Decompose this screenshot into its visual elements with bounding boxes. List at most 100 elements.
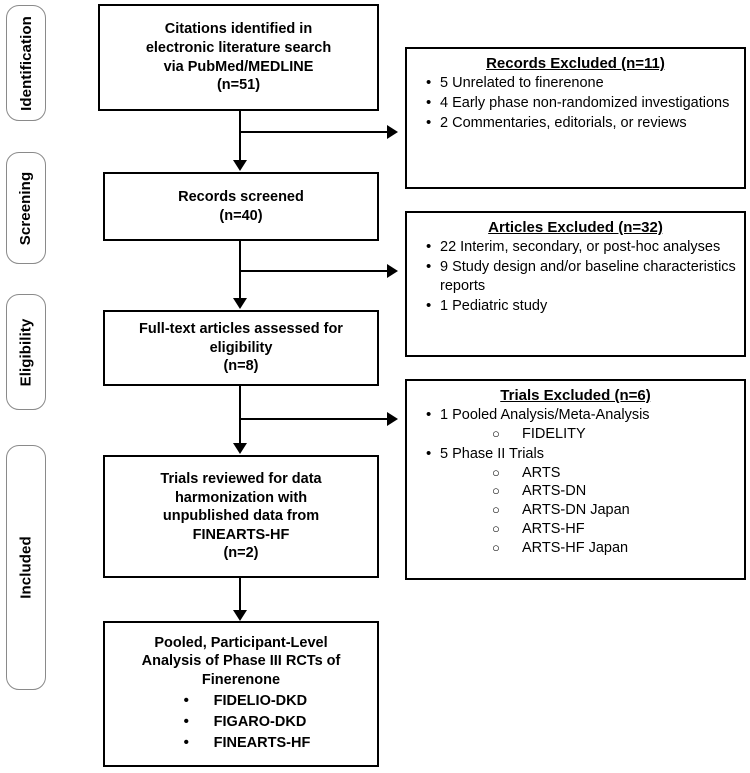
circle-bullet-icon: ○	[492, 539, 500, 555]
flow-box-full-text-assessed: Full-text articles assessed for eligibil…	[103, 310, 379, 386]
bullet-icon: •	[426, 238, 432, 255]
flow-box-trials-reviewed: Trials reviewed for data harmonization w…	[103, 455, 379, 578]
exclusion-item-text: 22 Interim, secondary, or post-hoc analy…	[440, 239, 721, 255]
screening-count: (n=40)	[219, 207, 263, 224]
identification-line-1: Citations identified in	[164, 21, 313, 38]
flow-box-records-screened: Records screened (n=40)	[103, 172, 379, 241]
exclusion-box-trials: Trials Excluded (n=6) • 1 Pooled Analysi…	[405, 379, 746, 580]
exclusion-box-records-heading: Records Excluded (n=11)	[486, 55, 665, 72]
exclusion-sub-item-text: ARTS-DN Japan	[522, 502, 630, 519]
exclusion-item-text: 9 Study design and/or baseline character…	[440, 258, 736, 294]
harmonization-line-1: Trials reviewed for data	[160, 471, 322, 488]
identification-count: (n=51)	[216, 77, 261, 94]
flow-box-included-analysis-title: Pooled, Participant-Level Analysis of Ph…	[136, 634, 347, 690]
arrowhead-down-icon	[233, 298, 247, 309]
stage-label-eligibility-text: Eligibility	[17, 318, 35, 386]
flow-box-included-analysis: Pooled, Participant-Level Analysis of Ph…	[103, 621, 379, 767]
exclusion-item-text: 4 Early phase non-randomized investigati…	[440, 94, 730, 111]
exclusion-item-text: 1 Pediatric study	[440, 297, 548, 314]
list-item: ○ ARTS-DN Japan	[492, 501, 736, 520]
included-line-3: Finerenone	[201, 671, 281, 688]
circle-bullet-icon: ○	[492, 464, 500, 480]
arrowhead-right-icon	[387, 125, 398, 139]
eligibility-line-2: eligibility	[209, 339, 273, 356]
exclusion-sub-item-text: FIDELITY	[522, 425, 586, 442]
arrowhead-right-icon	[387, 412, 398, 426]
arrowhead-right-icon	[387, 264, 398, 278]
list-item: • FIDELIO-DKD	[172, 691, 311, 712]
included-trial-label: FIGARO-DKD	[213, 714, 307, 731]
exclusion-item-text: 2 Commentaries, editorials, or reviews	[440, 114, 687, 131]
bullet-icon: •	[183, 734, 189, 752]
connector-identification-to-screening	[239, 111, 241, 162]
connector-eligibility-to-harmonization	[239, 386, 241, 445]
exclusion-box-trials-list: • 1 Pooled Analysis/Meta-Analysis ○ FIDE…	[415, 406, 736, 558]
exclusion-item-text: 5 Unrelated to finerenone	[440, 75, 604, 91]
flow-box-identification-title: Citations identified in electronic liter…	[140, 20, 337, 94]
stage-label-identification: Identification	[6, 5, 46, 121]
connector-harmonization-to-included	[239, 578, 241, 612]
branch-line-records-excluded	[240, 131, 388, 133]
stage-label-screening: Screening	[6, 152, 46, 264]
harmonization-count: (n=2)	[223, 545, 259, 562]
bullet-icon: •	[426, 406, 432, 423]
arrowhead-down-icon	[233, 443, 247, 454]
exclusion-box-trials-heading: Trials Excluded (n=6)	[500, 387, 651, 404]
flow-box-records-screened-title: Records screened (n=40)	[172, 188, 310, 225]
circle-bullet-icon: ○	[492, 502, 500, 518]
list-item: • 9 Study design and/or baseline charact…	[425, 258, 736, 296]
exclusion-item-text: 5 Phase II Trials	[440, 445, 544, 462]
branch-line-articles-excluded	[240, 270, 388, 272]
identification-line-3: via PubMed/MEDLINE	[163, 58, 314, 75]
list-item: • 22 Interim, secondary, or post-hoc ana…	[425, 238, 736, 257]
stage-label-included: Included	[6, 445, 46, 690]
exclusion-sub-list: ○ FIDELITY	[440, 425, 736, 444]
list-item: ○ ARTS-DN	[492, 482, 736, 501]
arrowhead-down-icon	[233, 160, 247, 171]
exclusion-sub-item-text: ARTS-HF	[522, 521, 585, 538]
list-item: ○ ARTS	[492, 464, 736, 483]
included-trial-label: FIDELIO-DKD	[213, 693, 308, 710]
eligibility-count: (n=8)	[223, 358, 259, 375]
harmonization-line-4: FINEARTS-HF	[192, 526, 290, 543]
harmonization-line-3: unpublished data from	[162, 508, 320, 525]
flow-box-trials-reviewed-title: Trials reviewed for data harmonization w…	[154, 470, 327, 563]
stage-label-eligibility: Eligibility	[6, 294, 46, 410]
circle-bullet-icon: ○	[492, 521, 500, 537]
list-item: ○ FIDELITY	[492, 425, 736, 444]
list-item: • FINEARTS-HF	[172, 733, 311, 754]
eligibility-line-1: Full-text articles assessed for	[139, 321, 343, 338]
exclusion-box-articles-heading: Articles Excluded (n=32)	[488, 219, 663, 236]
exclusion-sub-item-text: ARTS	[522, 464, 561, 481]
stage-label-screening-text: Screening	[17, 171, 35, 245]
included-trials-list: • FIDELIO-DKD • FIGARO-DKD • FINEARTS-HF	[172, 691, 311, 754]
bullet-icon: •	[426, 296, 432, 314]
bullet-icon: •	[426, 257, 432, 275]
branch-line-trials-excluded	[240, 418, 388, 420]
list-item: • 4 Early phase non-randomized investiga…	[425, 94, 736, 113]
exclusion-box-records: Records Excluded (n=11) • 5 Unrelated to…	[405, 47, 746, 189]
included-line-2: Analysis of Phase III RCTs of	[141, 653, 341, 670]
identification-line-2: electronic literature search	[145, 39, 332, 56]
exclusion-box-articles: Articles Excluded (n=32) • 22 Interim, s…	[405, 211, 746, 357]
list-item: • 2 Commentaries, editorials, or reviews	[425, 114, 736, 133]
exclusion-item-text: 1 Pooled Analysis/Meta-Analysis	[440, 407, 650, 423]
bullet-icon: •	[183, 692, 189, 710]
circle-bullet-icon: ○	[492, 483, 500, 499]
bullet-icon: •	[426, 93, 432, 111]
harmonization-line-2: harmonization with	[174, 489, 308, 506]
bullet-icon: •	[426, 74, 432, 91]
list-item: • 5 Phase II Trials ○ ARTS ○ ARTS-DN ○ A…	[425, 445, 736, 558]
list-item: • FIGARO-DKD	[172, 712, 311, 733]
included-trial-label: FINEARTS-HF	[213, 735, 311, 752]
bullet-icon: •	[426, 444, 432, 462]
stage-label-included-text: Included	[17, 536, 35, 599]
exclusion-box-records-list: • 5 Unrelated to finerenone • 4 Early ph…	[415, 74, 736, 133]
circle-bullet-icon: ○	[492, 425, 500, 441]
stage-label-identification-text: Identification	[17, 15, 35, 111]
flow-box-identification: Citations identified in electronic liter…	[98, 4, 379, 111]
list-item: • 1 Pediatric study	[425, 297, 736, 316]
exclusion-sub-item-text: ARTS-DN	[522, 483, 587, 500]
exclusion-box-articles-list: • 22 Interim, secondary, or post-hoc ana…	[415, 238, 736, 315]
